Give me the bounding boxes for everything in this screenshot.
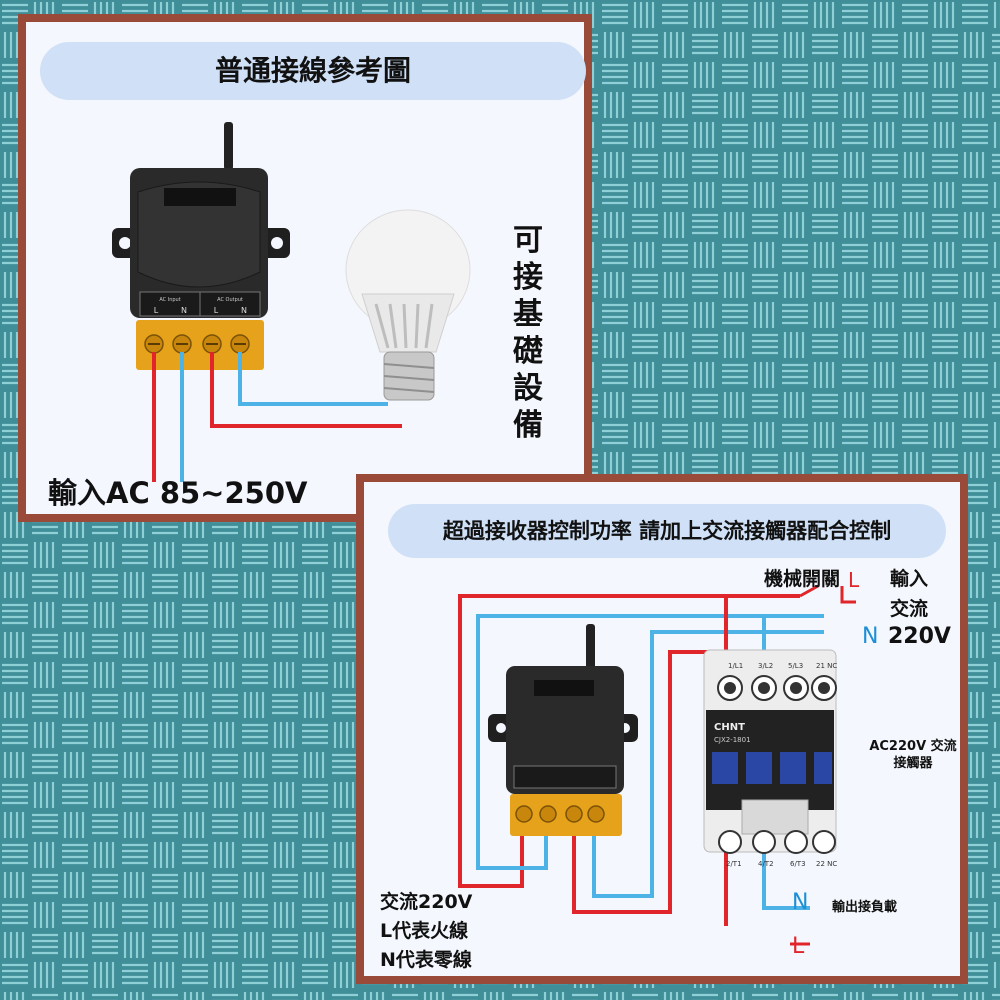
legend-item: N代表零線 — [380, 949, 472, 971]
output-load-label: 輸出接負載 — [832, 900, 898, 915]
input-voltage-label: 輸入AC 85~250V — [48, 476, 308, 510]
output-neutral-mark: N — [792, 890, 809, 915]
supported-devices-label: 可接基礎設備 — [513, 223, 543, 443]
contactor-wiring-panel: 超過接收器控制功率 請加上交流接觸器配合控制 — [356, 474, 968, 984]
contactor-plunger — [741, 799, 809, 835]
terminal-label-ac-output: AC Output — [217, 297, 243, 303]
svg-text:L: L — [214, 306, 219, 315]
receiver-body — [506, 666, 624, 794]
svg-text:3/L2: 3/L2 — [758, 662, 773, 670]
svg-text:4/T2: 4/T2 — [758, 860, 774, 868]
wiring-legend: 交流220V L代表火線 N代表零線 — [380, 888, 472, 975]
input-neutral-mark: N — [862, 624, 879, 649]
svg-text:2/T1: 2/T1 — [726, 860, 742, 868]
antenna — [224, 122, 233, 170]
load-neutral-wire — [762, 852, 810, 910]
contactor-label: AC220V 交流接觸器 — [869, 739, 957, 771]
receiver-window — [164, 188, 236, 206]
basic-wiring-diagram: AC Input AC Output L N L N — [112, 122, 471, 482]
basic-wiring-title: 普通接線參考圖 — [40, 42, 586, 100]
legend-item: 交流220V — [380, 891, 473, 913]
svg-text:N: N — [181, 306, 187, 315]
terminal-block — [136, 320, 264, 370]
supply-live-wire — [458, 594, 800, 888]
contactor-model: CJX2-1801 — [714, 736, 751, 744]
mechanical-switch — [799, 584, 819, 598]
contactor-wiring-diagram: 1/L1 3/L2 5/L3 21 NC CHNT CJX2-1801 2/T1… — [458, 584, 856, 946]
svg-text:22 NC: 22 NC — [816, 860, 837, 868]
legend-item: L代表火線 — [380, 920, 469, 942]
terminal-label-ac-input: AC Input — [159, 297, 180, 303]
coil-live-wire — [572, 650, 726, 914]
mechanical-switch-label: 機械開關 — [764, 568, 841, 590]
input-ac-label: 輸入交流 — [889, 568, 928, 620]
svg-text:L: L — [154, 306, 159, 315]
supply-neutral-wire — [476, 614, 824, 870]
contactor-wiring-title: 超過接收器控制功率 請加上交流接觸器配合控制 — [388, 504, 946, 558]
svg-text:21 NC: 21 NC — [816, 662, 837, 670]
basic-wiring-panel: 普通接線參考圖 AC Input AC Output L N L N — [18, 14, 592, 522]
svg-text:6/T3: 6/T3 — [790, 860, 806, 868]
contactor-brand: CHNT — [714, 722, 745, 733]
antenna — [586, 624, 595, 670]
svg-text:1/L1: 1/L1 — [728, 662, 743, 670]
svg-text:5/L3: 5/L3 — [788, 662, 803, 670]
input-live-mark: L — [848, 568, 860, 592]
output-live-mark: L — [792, 934, 805, 959]
svg-text:N: N — [241, 306, 247, 315]
receiver-window — [534, 680, 594, 696]
input-voltage-label: 220V — [888, 624, 951, 649]
neutral-to-contactor — [592, 630, 824, 898]
output-live-wire — [210, 352, 402, 428]
output-neutral-wire — [238, 352, 388, 406]
